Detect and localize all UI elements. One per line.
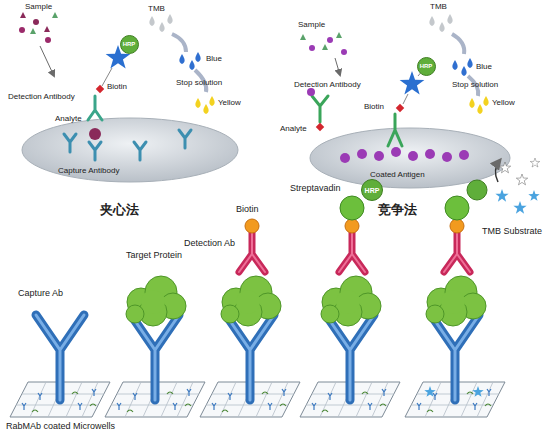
part-label: Capture Ab [18,288,63,298]
part-label: Blue [476,62,492,71]
microwell-steps [10,158,540,417]
competition-panel [300,14,510,188]
part-label: Streptavadin [290,183,341,193]
part-label: Yellow [492,98,515,107]
part-label: RabMAb coated Microwells [6,421,115,431]
part-label: Biotin [364,102,384,111]
part-label: TMB [430,2,447,11]
part-label: Analyte [55,114,82,123]
part-label: Stop solution [176,78,222,87]
part-label: Coated Antigen [370,170,425,179]
part-label: Stop solution [452,80,498,89]
hrp-circle: HRP [417,57,436,76]
part-label: Capture Antibody [58,166,119,175]
part-label: Sample [25,2,52,11]
part-label: Biotin [236,204,259,214]
part-label: TMB Substrate [482,226,542,236]
hrp-circle: HRP [120,35,139,54]
panel-caption: 竞争法 [378,203,417,218]
part-label: Yellow [218,98,241,107]
part-label: TMB [148,4,165,13]
part-label: Target Protein [126,250,182,260]
part-label: Blue [206,54,222,63]
enzyme-label: HRP [123,41,136,47]
part-label: Detection Antibody [294,80,361,89]
enzyme-label: HRP [420,63,433,69]
hrp-circle: HRP [361,179,383,201]
enzyme-label: HRP [365,187,380,194]
part-label: Biotin [107,82,127,91]
part-label: Sample [298,20,325,29]
part-label: Detection Ab [184,238,235,248]
part-label: Analyte [280,124,307,133]
panel-caption: 夹心法 [100,203,139,218]
part-label: Detection Antibody [8,92,75,101]
